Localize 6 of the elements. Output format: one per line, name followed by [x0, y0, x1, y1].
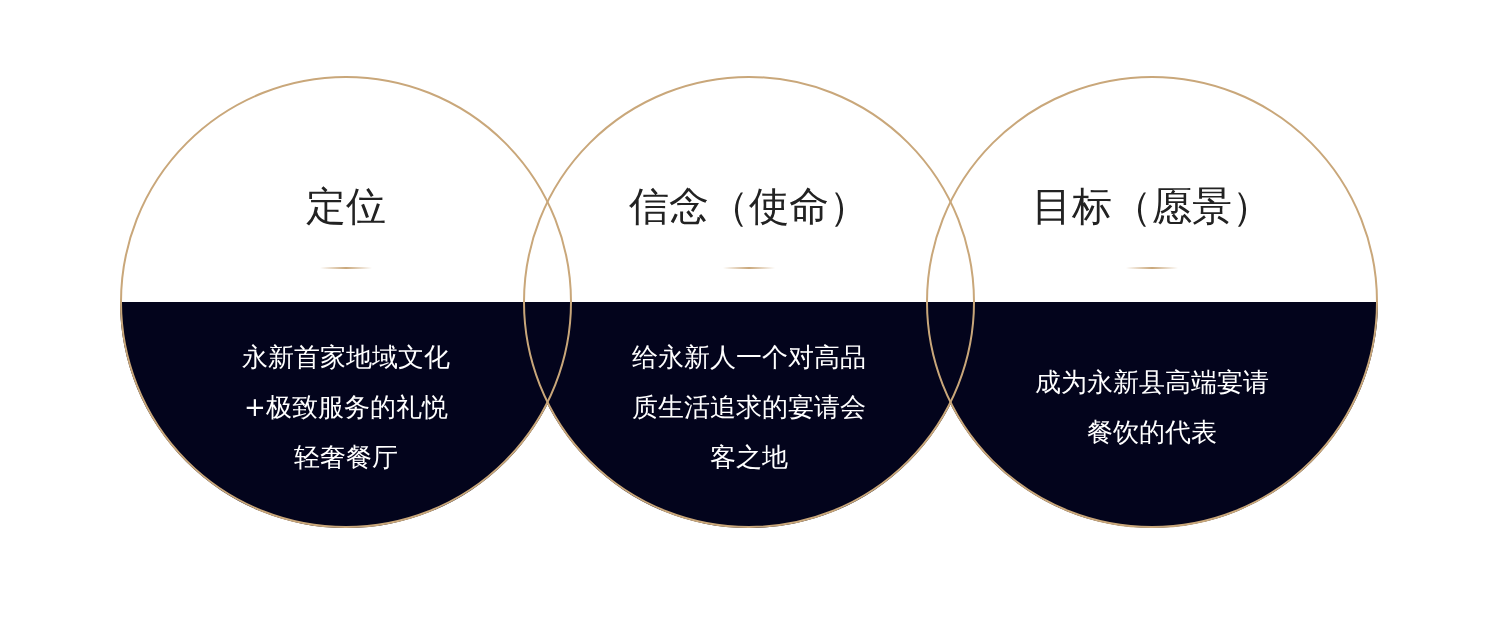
circle-title: 信念（使命）: [629, 182, 869, 231]
circle-title: 定位: [306, 182, 386, 231]
circle-title: 目标（愿景）: [1032, 182, 1272, 231]
circle-description: 给永新人一个对高品质生活追求的宴请会客之地: [631, 341, 867, 474]
circle-description: 永新首家地域文化+极致服务的礼悦轻奢餐厅: [241, 341, 451, 474]
circle-description: 成为永新县高端宴请餐饮的代表: [1034, 366, 1270, 449]
